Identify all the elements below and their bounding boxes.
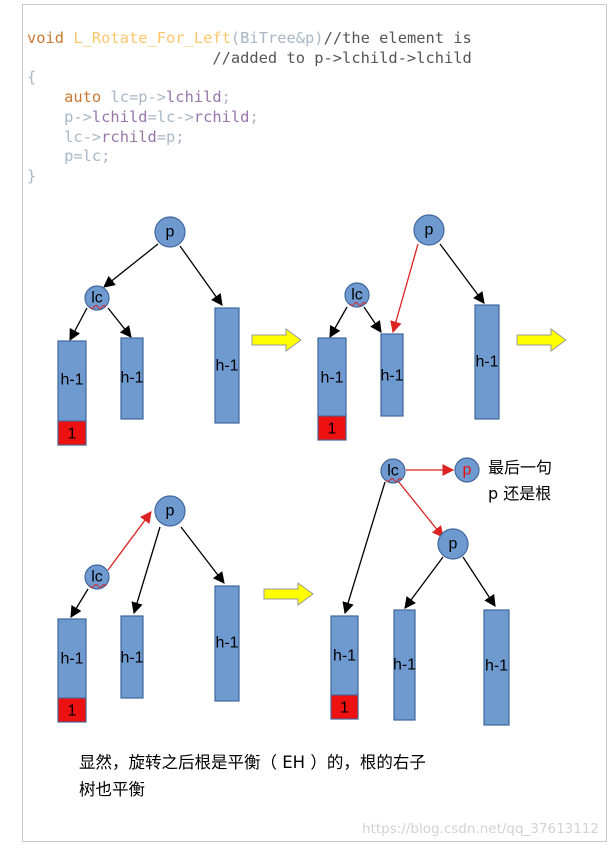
subtree-bar-2-lc-left-red-cell-label: 1 [328, 421, 337, 438]
node-p-2 [413, 214, 445, 246]
subtree-bar-3-lc-left-label: h-1 [60, 651, 83, 668]
edge-lc-to-p-3 [107, 511, 152, 571]
edge-lc-to-p-4 [397, 480, 444, 538]
subtree-bar-2-lc-left-red-cell [317, 415, 347, 441]
node-lc-3-label: lc [91, 569, 103, 586]
code-line2-end: ; [249, 107, 259, 126]
node-p-3-label: p [166, 503, 175, 520]
code-open-brace: { [27, 68, 37, 87]
code-line3-text: lc-> [64, 127, 102, 146]
node-p-2-label: p [425, 222, 434, 239]
subtree-bar-3-p-left-label: h-1 [120, 650, 143, 667]
edge-lc-to-left-subtree-4 [342, 481, 386, 615]
step-arrow-1 [251, 328, 302, 352]
subtree-bar-1-lc-left-red-cell-label: 1 [68, 426, 77, 443]
subtree-bar-3-p-right [214, 585, 240, 702]
subtree-bar-1-lc-left-red-cell [57, 420, 87, 446]
squiggle-lc-1 [89, 305, 107, 309]
subtree-bar-1-lc-left-label: h-1 [60, 372, 83, 389]
subtree-bar-3-lc-left-red-cell [57, 697, 87, 723]
subtree-bar-4-p-right-label: h-1 [485, 658, 508, 675]
code-line1-text: lc=p-> [101, 88, 167, 107]
subtree-bar-4-p-left-label: h-1 [393, 657, 416, 674]
subtree-bar-1-lc-right [120, 337, 144, 420]
subtree-bar-1-p-right [214, 307, 240, 424]
squiggle-lc-2 [349, 302, 367, 306]
subtree-bar-3-p-right-label: h-1 [215, 635, 238, 652]
note-p-still-root: p 还是根 [488, 484, 552, 503]
node-p-4 [437, 528, 469, 560]
code-keyword-auto: auto [64, 88, 102, 107]
code-line3-end: =p; [156, 127, 185, 146]
watermark: https://blog.csdn.net/qq_37613112 [362, 821, 600, 837]
node-p-4-label: p [449, 536, 458, 553]
code-line1-end: ; [221, 88, 231, 107]
code-comment: //the element is [323, 29, 472, 47]
node-lc-1 [84, 285, 110, 311]
node-lc-4-label: lc [387, 463, 399, 480]
code-line1-field: lchild [166, 88, 222, 107]
code-line2-text: p-> [64, 107, 92, 126]
edge-lc-to-right-subtree-2 [363, 306, 382, 333]
subtree-bar-4-lc-left-label: h-1 [333, 648, 356, 665]
edge-p-to-lc-1 [103, 243, 159, 288]
edge-p-to-right-subtree-4 [462, 556, 496, 607]
code-parameters: (BiTree&p) [230, 29, 324, 47]
conclusion-text-continued: 树也平衡 [79, 780, 145, 799]
edge-p-to-right-subtree-3 [180, 526, 225, 584]
subtree-bar-3-p-left [120, 615, 144, 699]
subtree-bar-3-lc-left-red-cell-label: 1 [68, 703, 77, 720]
subtree-bar-2-p-right [474, 304, 500, 420]
edge-p-to-right-subtree-2 [439, 243, 485, 304]
content-frame [22, 4, 607, 842]
subtree-bar-1-p-right-label: h-1 [215, 358, 238, 375]
squiggle-lc-4 [385, 478, 403, 482]
edge-lc-to-right-subtree-1 [107, 307, 132, 338]
edge-lc-to-left-subtree-1 [69, 307, 88, 342]
node-p-3 [154, 495, 186, 527]
subtree-bar-2-lc-right [380, 333, 404, 417]
edge-lc-to-left-subtree-2 [329, 306, 348, 339]
subtree-bar-2-lc-left-label: h-1 [320, 370, 343, 387]
code-line2-field1: lchild [91, 107, 148, 126]
subtree-bar-4-lc-left-red-cell-label: 1 [340, 700, 349, 717]
edge-p-to-lc-right-subtree-2 [390, 243, 419, 334]
node-p-1 [154, 216, 186, 248]
subtree-bar-4-p-right [483, 609, 510, 726]
node-p-label-4-label: p [463, 462, 472, 479]
node-lc-2 [344, 282, 370, 308]
node-lc-4 [380, 458, 406, 484]
subtree-bar-1-lc-right-label: h-1 [120, 370, 143, 387]
edge-p-to-left-subtree-3 [131, 526, 161, 615]
edge-lc-to-left-subtree-3 [70, 588, 89, 619]
code-comment-continued: //added to p->lchild->lchild [212, 48, 472, 67]
edge-p-to-right-subtree-1 [179, 245, 223, 306]
squiggle-lc-3 [89, 584, 107, 588]
code-block: void L_Rotate_For_Left(BiTree&p)//the el… [27, 29, 472, 187]
step-arrow-3 [263, 582, 314, 606]
edge-p-to-left-subtree-4 [404, 556, 444, 609]
code-line4: p=lc; [64, 147, 111, 166]
subtree-bar-4-lc-left-red-cell [330, 694, 359, 720]
subtree-bar-2-p-right-label: h-1 [475, 354, 498, 371]
subtree-bar-4-p-left [393, 609, 416, 721]
node-lc-2-label: lc [351, 287, 363, 304]
node-p-1-label: p [166, 224, 175, 241]
note-last-line: 最后一句 [488, 458, 553, 477]
code-line3-field: rchild [101, 127, 157, 146]
node-p-label-4 [454, 457, 480, 483]
code-close-brace: } [27, 166, 37, 185]
code-line2-mid: =lc-> [147, 107, 194, 126]
code-keyword-void: void [27, 29, 65, 47]
node-lc-1-label: lc [91, 290, 103, 307]
subtree-bar-2-lc-right-label: h-1 [380, 368, 403, 385]
conclusion-text: 显然，旋转之后根是平衡（ EH ）的，根的右子 [79, 753, 426, 772]
code-function-name: L_Rotate_For_Left [73, 29, 231, 47]
code-line2-field2: rchild [193, 107, 250, 126]
node-lc-3 [84, 564, 110, 590]
step-arrow-2 [516, 328, 567, 352]
